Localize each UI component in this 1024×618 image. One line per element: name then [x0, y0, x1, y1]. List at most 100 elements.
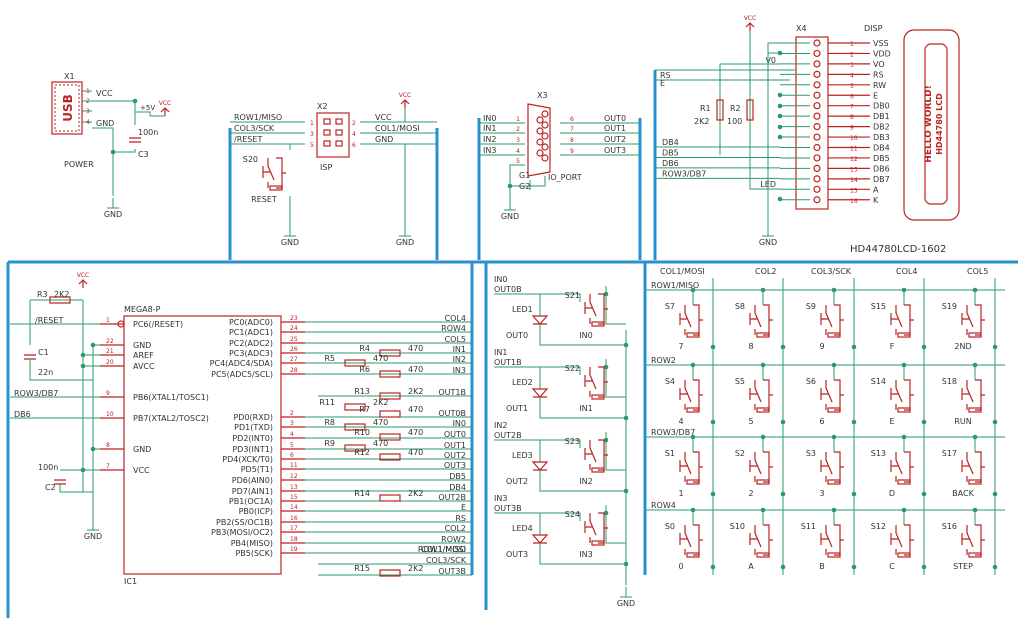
net-row3: ROW3/DB7 [14, 389, 58, 398]
switch-label: 9 [819, 342, 824, 351]
mcu-pin-name: PB3(MOSI/OC2) [211, 528, 273, 537]
resistor-ref: R11 [319, 398, 335, 407]
switch-ref: S11 [801, 522, 816, 531]
mcu-net-label: COL1/MOSI [421, 545, 466, 554]
keypad-row-label: ROW1/MISO [651, 281, 699, 290]
vcc-arrow-icon [745, 22, 755, 31]
mcu-net-label: IN2 [453, 355, 466, 364]
mcu-pin-number: 8 [106, 442, 110, 449]
switch-body [975, 524, 985, 556]
junction-dot [780, 419, 786, 425]
switch-label: 4 [678, 417, 683, 426]
junction-dot [921, 419, 927, 425]
ioport-out-net: OUT1 [604, 124, 626, 133]
switch-pins [968, 332, 982, 338]
mcu-pin-number: 28 [290, 367, 298, 374]
switch-body [904, 451, 914, 483]
ioport-shield [510, 176, 546, 190]
mcu-net-label: OUT2B [438, 493, 466, 502]
switch-ref: S22 [565, 364, 580, 373]
switch-pins [897, 407, 911, 413]
io-led-ref: LED3 [512, 451, 533, 460]
usb-outline [54, 84, 80, 132]
mcu-pin-name: PC2(ADC2) [229, 339, 273, 348]
led-icon [531, 461, 549, 471]
switch-pins [756, 552, 770, 558]
switch-label: 8 [748, 342, 753, 351]
isp-pad [335, 118, 343, 125]
db9-pin [541, 143, 549, 151]
lcd-pin-number: 16 [850, 198, 858, 205]
resistor-ref: R9 [324, 439, 335, 448]
io-out-label: OUT3 [506, 550, 528, 559]
gnd-label: GND [617, 599, 635, 608]
io-led-wire [539, 513, 626, 565]
db9-pin [541, 121, 549, 129]
io-sw-wire [605, 359, 626, 398]
switch-body [276, 157, 286, 189]
db9-pin [536, 138, 544, 146]
junction-dot [90, 342, 96, 348]
led-icon [531, 534, 549, 544]
io-sw-wire [605, 286, 626, 325]
mcu-pin-number: 2 [290, 410, 294, 417]
switch-contact [749, 305, 762, 335]
lcd-pin-name: DB2 [873, 123, 890, 132]
db9-pin [536, 127, 544, 135]
lcd-pin-pad [813, 185, 821, 193]
junction-dot [777, 103, 783, 109]
gnd-label: GND [396, 238, 414, 247]
switch-pins [968, 407, 982, 413]
usb-label: USB [61, 94, 75, 122]
lcd-pin-pad [813, 122, 821, 131]
switch-body [975, 451, 985, 483]
resistor-val: 2K2 [408, 387, 423, 396]
junction-dot [780, 564, 786, 570]
push-switch: S22 [735, 449, 773, 498]
switch-label: 5 [748, 417, 753, 426]
mcu-pin-number: 4 [290, 431, 294, 438]
lcd-pin-name: DB5 [873, 154, 890, 163]
switch-label: BACK [952, 489, 974, 498]
lcd-pin-number: 5 [850, 83, 854, 90]
lcd-pin-name: VO [873, 60, 885, 69]
mcu-pin-name: PC5(ADC5/SCL) [211, 370, 273, 379]
mcu-pin-name: PB2(SS/OC1B) [216, 518, 273, 527]
switch-pins [269, 185, 283, 191]
switch-label: 6 [819, 417, 824, 426]
vcc-label: VCC [744, 15, 756, 22]
switch-body [763, 304, 773, 336]
cap-wires [113, 101, 136, 153]
io-led-wire [539, 440, 626, 492]
lcd-screen [924, 43, 948, 205]
mcu-pin-name: PD3(INT1) [232, 445, 273, 454]
switch-label: IN1 [579, 404, 592, 413]
mcu-pin-name: PB5(SCK) [235, 549, 273, 558]
c2-wires [59, 469, 93, 493]
isp-pad [323, 118, 331, 125]
db9-pin [536, 116, 544, 124]
resistor-val: 470 [408, 405, 423, 414]
resistor-ref: R6 [359, 365, 370, 374]
lcd-pin-name: DB7 [873, 175, 890, 184]
switch-body [904, 524, 914, 556]
resistor-r12 [379, 453, 401, 461]
switch-pins [591, 540, 605, 546]
mcu-pin-number: 10 [106, 411, 114, 418]
switch-body [975, 304, 985, 336]
switch-contact [679, 380, 692, 410]
mcu-ref: IC1 [124, 577, 137, 586]
lcd-disp-ref: DISP [864, 24, 883, 33]
mcu-part: MEGA8-P [124, 305, 161, 314]
db9-pin [541, 154, 549, 162]
mcu-pin-name: PD0(RXD) [233, 413, 273, 422]
io-out-label: OUT1 [506, 404, 528, 413]
io-outb-wire [494, 439, 581, 448]
resistor-r13 [379, 392, 401, 400]
lcd-db-net: DB5 [662, 148, 679, 157]
lcd-pin-pad [813, 60, 821, 68]
